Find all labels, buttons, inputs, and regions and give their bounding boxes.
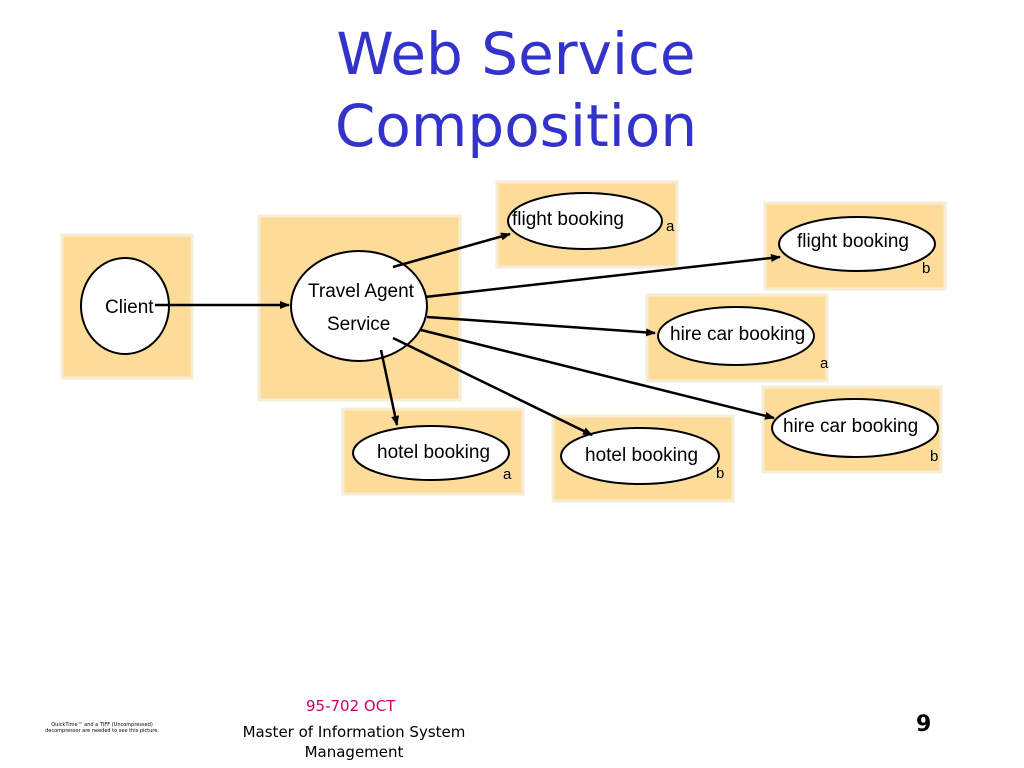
hire-car-b-label: hire car booking <box>783 416 918 437</box>
hotel-b-sub: b <box>716 465 724 482</box>
hire-car-b-ellipse <box>771 398 939 458</box>
slide-title: Web Service Composition <box>0 18 1024 162</box>
flight-b-label: flight booking <box>797 231 909 252</box>
hire-car-a-ellipse <box>657 306 815 366</box>
hire-car-a-label: hire car booking <box>670 324 805 345</box>
travel-agent-label-line2: Service <box>327 314 390 335</box>
edge-travel-agent-hotel-a <box>379 349 400 426</box>
quicktime-placeholder-text: QuickTime™ and a TIFF (Uncompressed) dec… <box>45 722 159 734</box>
node-ellipses <box>80 192 939 485</box>
slide-title-line1: Web Service <box>336 20 696 88</box>
edge-travel-agent-flight-a <box>392 232 511 269</box>
flight-a-sub: a <box>666 218 675 235</box>
hotel-b-label: hotel booking <box>585 445 698 466</box>
flight-b-sub: b <box>922 260 930 277</box>
hotel-a-sub: a <box>503 466 512 483</box>
travel-agent-ellipse <box>290 250 428 362</box>
hotel-a-ellipse <box>352 425 510 481</box>
slide-title-line2: Composition <box>334 92 698 160</box>
hire-car-b-sub: b <box>930 448 938 465</box>
client-label: Client <box>105 297 154 318</box>
hire-car-a-sub: a <box>820 355 829 372</box>
edge-travel-agent-hire-car-b <box>420 328 775 420</box>
footer-program-name: Master of Information System Management <box>242 723 466 761</box>
edge-travel-agent-hire-car-a <box>426 315 656 337</box>
travel-agent-label-line1: Travel Agent <box>308 281 415 302</box>
edge-travel-agent-flight-b <box>424 254 781 299</box>
flight-a-label: flight booking <box>512 209 624 230</box>
edges <box>155 232 781 437</box>
node-labels: Client Travel Agent Service flight booki… <box>105 209 938 483</box>
hotel-b-ellipse <box>560 427 720 485</box>
flight-a-ellipse <box>507 192 663 250</box>
page-number: 9 <box>916 712 932 737</box>
footer-course-code: 95-702 OCT <box>306 697 396 715</box>
flight-b-ellipse <box>778 216 936 272</box>
hotel-a-label: hotel booking <box>377 442 490 463</box>
edge-travel-agent-hotel-b <box>392 336 593 437</box>
